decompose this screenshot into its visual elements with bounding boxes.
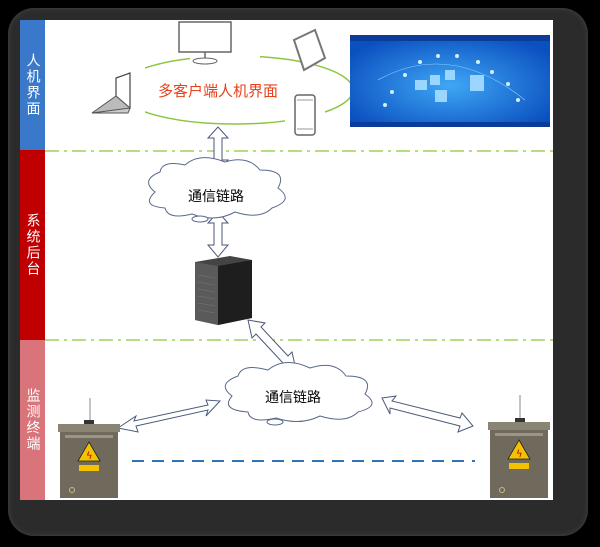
monitor-icon [178, 21, 232, 65]
cloud-icon: 通信链路 [224, 362, 373, 426]
band-label: 监测终端 [24, 388, 41, 452]
client-label: 多客户端人机界面 [158, 82, 278, 100]
band-backend: 系统后台 [20, 150, 45, 340]
monitoring-cabinet-icon: ϟ [488, 395, 550, 498]
diagram-page: 人机界面 系统后台 监测终端 多客户端人机界面 [20, 20, 553, 500]
band-label: 系统后台 [24, 213, 41, 277]
monitoring-cabinet-icon: ϟ [58, 398, 120, 498]
diagram-canvas: 多客户端人机界面 [45, 21, 553, 498]
double-arrow [116, 395, 474, 433]
cloud-label-bottom: 通信链路 [265, 390, 321, 406]
band-terminal: 监测终端 [20, 340, 45, 500]
laptop-icon [91, 72, 132, 114]
band-label: 人机界面 [24, 53, 41, 117]
svg-text:ϟ: ϟ [86, 451, 93, 462]
phone-icon [294, 94, 316, 136]
svg-text:ϟ: ϟ [516, 449, 523, 460]
cloud-label-top: 通信链路 [188, 189, 244, 205]
tablet-icon [292, 28, 327, 72]
cloud-icon: 通信链路 [148, 157, 286, 223]
server-icon [195, 256, 252, 325]
dashboard-screenshot [350, 35, 550, 127]
band-hmi: 人机界面 [20, 20, 45, 150]
